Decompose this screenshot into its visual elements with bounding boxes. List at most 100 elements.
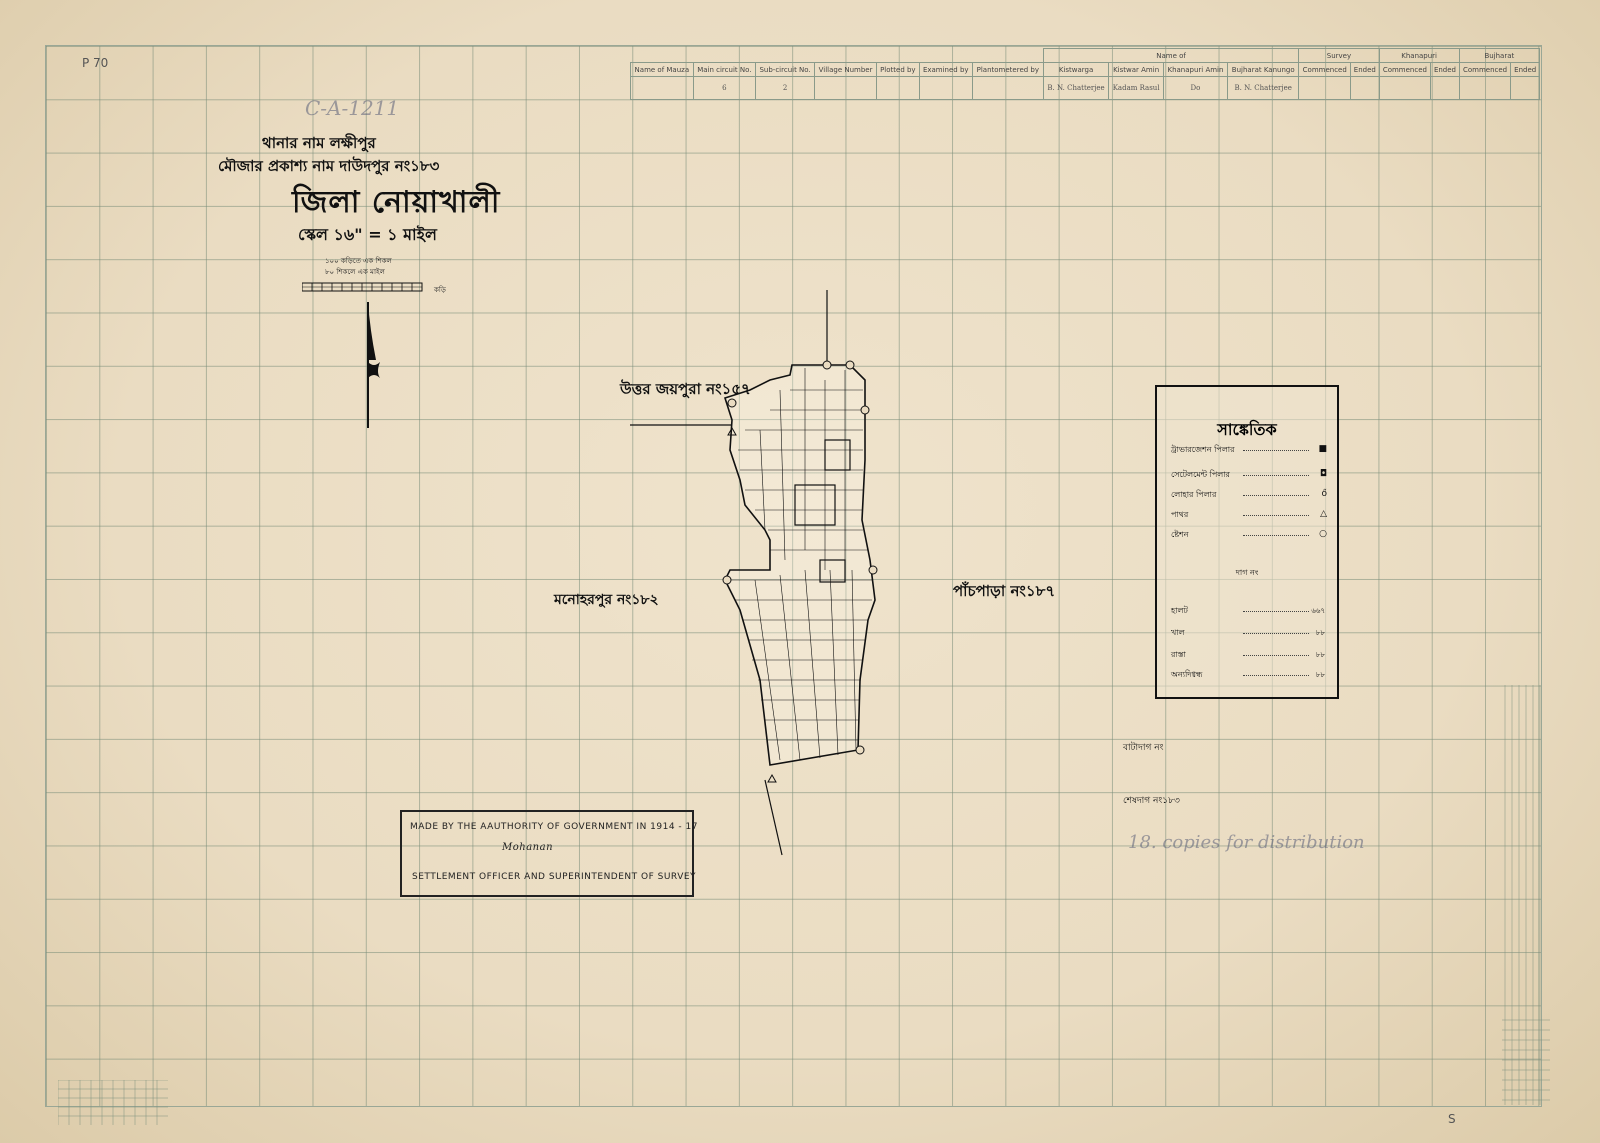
table-cell	[1458, 76, 1512, 100]
table-cell	[1430, 76, 1460, 100]
corner-fine-grid	[1502, 1019, 1550, 1101]
column-header: Ended	[1350, 62, 1380, 77]
legend-item-label: ট্রাভারজেশন পিলার	[1171, 445, 1235, 454]
group-header-survey: Survey	[1298, 48, 1380, 63]
scale-note-2: ৮০ শিকলে এক মাইল	[325, 268, 385, 276]
column-header: Commenced	[1298, 62, 1352, 77]
plot-lines	[730, 368, 873, 761]
column-header: Commenced	[1458, 62, 1512, 77]
house-block	[794, 484, 836, 526]
scale-bar	[302, 282, 423, 292]
register-header-row: Name of Mauza Main circuit No. Sub-circu…	[630, 62, 1540, 77]
table-cell	[1378, 76, 1432, 100]
column-header: Name of Mauza	[630, 62, 694, 77]
table-cell	[630, 76, 694, 100]
plot-item: রাস্তা ৮৮	[1171, 649, 1331, 662]
north-arrow-icon	[367, 302, 380, 428]
plot-item-label: রাস্তা	[1171, 650, 1186, 659]
column-header: Examined by	[918, 62, 973, 77]
neighbour-east: পাঁচপাড়া নং১৮৭	[953, 582, 1056, 600]
legend-item-label: সেটেলমেন্ট পিলার	[1171, 470, 1230, 479]
district-name: জিলা নোয়াখালী	[292, 185, 501, 220]
authority-box: MADE BY THE AAUTHORITY OF GOVERNMENT IN …	[400, 810, 697, 897]
mouza-name: মৌজার প্রকাশ্য নাম দাউদপুর নং১৮৩	[218, 157, 440, 175]
station-icon	[822, 360, 832, 370]
side-scale-strip	[1504, 685, 1541, 1105]
column-header: Main circuit No.	[692, 62, 757, 77]
table-cell: B. N. Chatterjee	[1042, 76, 1110, 100]
station-icon	[855, 745, 865, 755]
column-header: Kistwar Amin	[1108, 62, 1164, 77]
traverse-pillar-icon: ■	[1318, 444, 1327, 454]
legend-item-label: ষ্টেশন	[1171, 530, 1189, 539]
neighbour-west: মনোহরপুর নং১৮২	[554, 592, 659, 608]
station-icon	[727, 398, 737, 408]
plot-item-label: হালট	[1171, 606, 1188, 615]
table-cell: Kadam Rasul	[1108, 76, 1164, 100]
legend-box: সাঙ্কেতিক ট্রাভারজেশন পিলার ■ সেটেলমেন্ট…	[1155, 385, 1339, 699]
legend-item: ষ্টেশন ○	[1171, 529, 1331, 542]
station-icon	[868, 565, 878, 575]
stone-icon: △	[1320, 509, 1327, 519]
station-icon	[722, 575, 732, 585]
table-cell	[918, 76, 973, 100]
register-value-row: 6 2 B. N. Chatterjee Kadam Rasul Do B. N…	[630, 76, 1540, 100]
plot-item-value: ৮৮	[1315, 651, 1325, 659]
legend-item: পাথর △	[1171, 509, 1331, 522]
plot-item: হালট ৬৬৭	[1171, 605, 1331, 618]
station-icon: ○	[1319, 529, 1327, 539]
table-cell	[971, 76, 1044, 100]
column-header: Plotted by	[876, 62, 920, 77]
column-header: Village Number	[814, 62, 878, 77]
column-header: Plantometered by	[971, 62, 1044, 77]
register-group-row: Name of Survey Khanapuri Bujharat	[631, 48, 1541, 63]
table-cell: Do	[1162, 76, 1229, 100]
legend-item: ট্রাভারজেশন পিলার ■	[1171, 444, 1331, 457]
register-table: Name of Survey Khanapuri Bujharat Name o…	[630, 48, 1541, 100]
stone-icon	[727, 426, 737, 436]
group-header-bujharat: Bujharat	[1458, 48, 1541, 63]
group-header-name-of: Name of	[1042, 48, 1300, 63]
legend-title: সাঙ্কেতিক	[1217, 420, 1277, 439]
legend-item-label: পাথর	[1171, 510, 1189, 519]
stone-icon	[767, 773, 777, 783]
legend-item-label: লোহার পিলার	[1171, 490, 1217, 499]
table-cell: 2	[755, 76, 816, 100]
last-plot-note: শেষদাগ নং১৮৩	[1123, 796, 1180, 806]
table-cell	[814, 76, 878, 100]
plot-item-label: খাল	[1171, 628, 1185, 637]
column-header: Khanapuri Amin	[1162, 62, 1229, 77]
column-header: Sub-circuit No.	[755, 62, 816, 77]
group-header-khanapuri: Khanapuri	[1378, 48, 1460, 63]
legend-item: লোহার পিলার ő	[1171, 489, 1331, 502]
scale-note-1: ১০০ কড়িতে এক শিকল	[325, 257, 392, 265]
plot-item-value: ৮৮	[1315, 671, 1325, 679]
plot-section-title: দাগ নং	[1235, 568, 1259, 577]
plot-item-label: অন্যদিগ্বন্ধ	[1171, 670, 1203, 679]
pond-block-2	[824, 439, 851, 471]
column-header: Commenced	[1378, 62, 1432, 77]
authority-line: MADE BY THE AAUTHORITY OF GOVERNMENT IN …	[410, 822, 698, 832]
table-cell	[1510, 76, 1540, 100]
legend-item: সেটেলমেন্ট পিলার ◘	[1171, 469, 1331, 482]
column-header: Ended	[1430, 62, 1460, 77]
mouza-map	[630, 290, 878, 856]
plot-item: খাল ৮৮	[1171, 627, 1331, 640]
page-label: P 70	[82, 56, 109, 70]
pencil-distribution-note: 18. copies for distribution	[1128, 832, 1365, 853]
scale-label: স্কেল ১৬" = ১ মাইল	[298, 225, 437, 244]
scale-unit: কড়ি	[434, 286, 446, 294]
mouza-boundary	[723, 364, 876, 766]
iron-pillar-icon: ő	[1321, 489, 1327, 499]
pencil-code: C-A-1211	[305, 96, 400, 120]
station-icon	[845, 360, 855, 370]
column-header: Ended	[1510, 62, 1540, 77]
column-header: Bujharat Kanungo	[1227, 62, 1300, 77]
table-cell	[1298, 76, 1352, 100]
signature: Mohanan	[502, 842, 554, 853]
plot-item-value: ৮৮	[1315, 629, 1325, 637]
corner-scale-grid	[58, 1080, 168, 1125]
thana-name: থানার নাম লক্ষীপুর	[262, 134, 376, 152]
table-cell	[1350, 76, 1380, 100]
station-icon	[860, 405, 870, 415]
